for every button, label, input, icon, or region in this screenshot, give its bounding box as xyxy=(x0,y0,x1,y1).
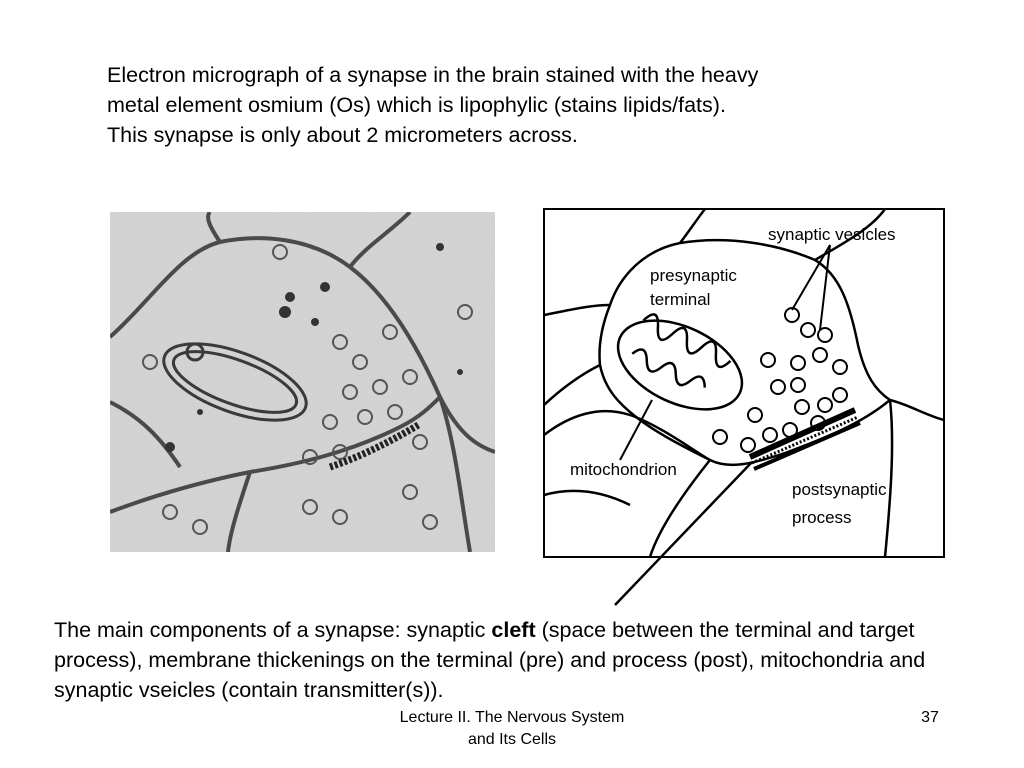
caption-part-1: The main components of a synapse: synapt… xyxy=(54,618,492,642)
caption-text: The main components of a synapse: synapt… xyxy=(54,615,984,705)
page-number: 37 xyxy=(921,709,939,726)
footer-lecture-title: Lecture II. The Nervous System and Its C… xyxy=(352,707,672,751)
footer-line-1: Lecture II. The Nervous System xyxy=(399,709,625,726)
caption-part-2: (space between the terminal and target p… xyxy=(54,618,926,702)
label-postsynaptic-line2: process xyxy=(792,508,852,527)
label-presynaptic-line2: terminal xyxy=(650,290,710,309)
intro-line-2: metal element osmium (Os) which is lipop… xyxy=(107,93,726,117)
label-mitochondrion: mitochondrion xyxy=(570,460,677,479)
caption-bold-cleft: cleft xyxy=(491,618,536,642)
footer-line-2: and Its Cells xyxy=(467,731,557,748)
intro-line-1: Electron micrograph of a synapse in the … xyxy=(107,63,759,87)
electron-micrograph-image xyxy=(110,212,495,552)
synapse-schematic-diagram: synaptic vesicles presynaptic terminal m… xyxy=(543,208,945,558)
intro-text: Electron micrograph of a synapse in the … xyxy=(107,60,927,150)
label-postsynaptic-line1: postsynaptic xyxy=(792,480,887,499)
label-presynaptic-line1: presynaptic xyxy=(650,266,737,285)
label-synaptic-vesicles: synaptic vesicles xyxy=(768,225,896,244)
intro-line-3: This synapse is only about 2 micrometers… xyxy=(107,123,578,147)
